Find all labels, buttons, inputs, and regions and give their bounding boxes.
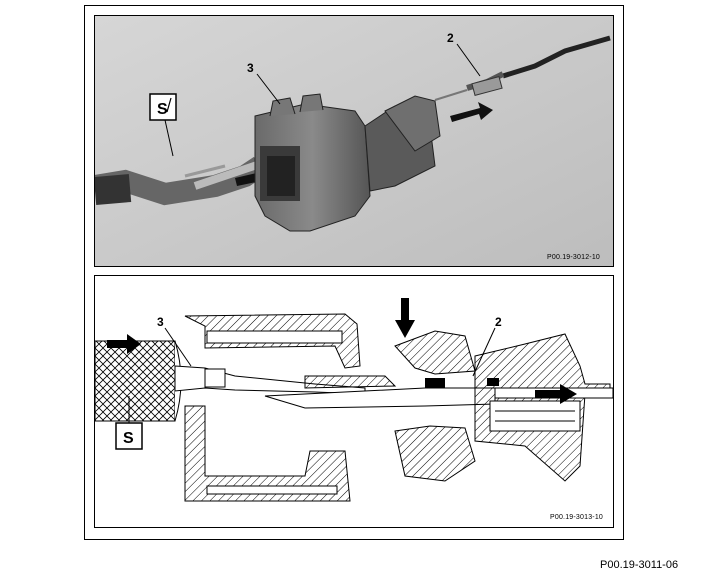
connector-photo-drawing: S 3 2 <box>95 16 613 266</box>
contact-pin-2 <box>471 75 503 97</box>
cable-right <box>502 35 611 79</box>
cable-braid <box>95 340 176 422</box>
top-illustration-panel: S 3 2 P00.19-3012-10 <box>94 15 614 267</box>
tool-symbol: S <box>157 101 168 118</box>
arrow-pull-right <box>535 384 577 404</box>
arrow-push <box>107 334 141 354</box>
locking-tab <box>394 330 476 375</box>
arrow-press-down <box>395 298 415 338</box>
label-part-3: 3 <box>247 61 254 75</box>
bottom-illustration-panel: S 3 2 P00.19-3013-10 <box>94 275 614 528</box>
tool-symbol: S <box>123 430 134 447</box>
label-part-2: 2 <box>447 31 454 45</box>
label-part-3: 3 <box>157 315 164 329</box>
label-part-2: 2 <box>495 315 502 329</box>
top-caption: P00.19-3012-10 <box>547 254 601 261</box>
connector-section-drawing: S 3 2 <box>95 298 613 502</box>
arrow-pull-right <box>450 102 493 122</box>
tool-symbol-box <box>149 93 177 121</box>
figure-id: P00.19-3011-06 <box>600 559 679 571</box>
housing-lower <box>184 405 351 502</box>
bottom-caption: P00.19-3013-10 <box>550 514 604 521</box>
locking-tab-lower <box>394 425 476 482</box>
